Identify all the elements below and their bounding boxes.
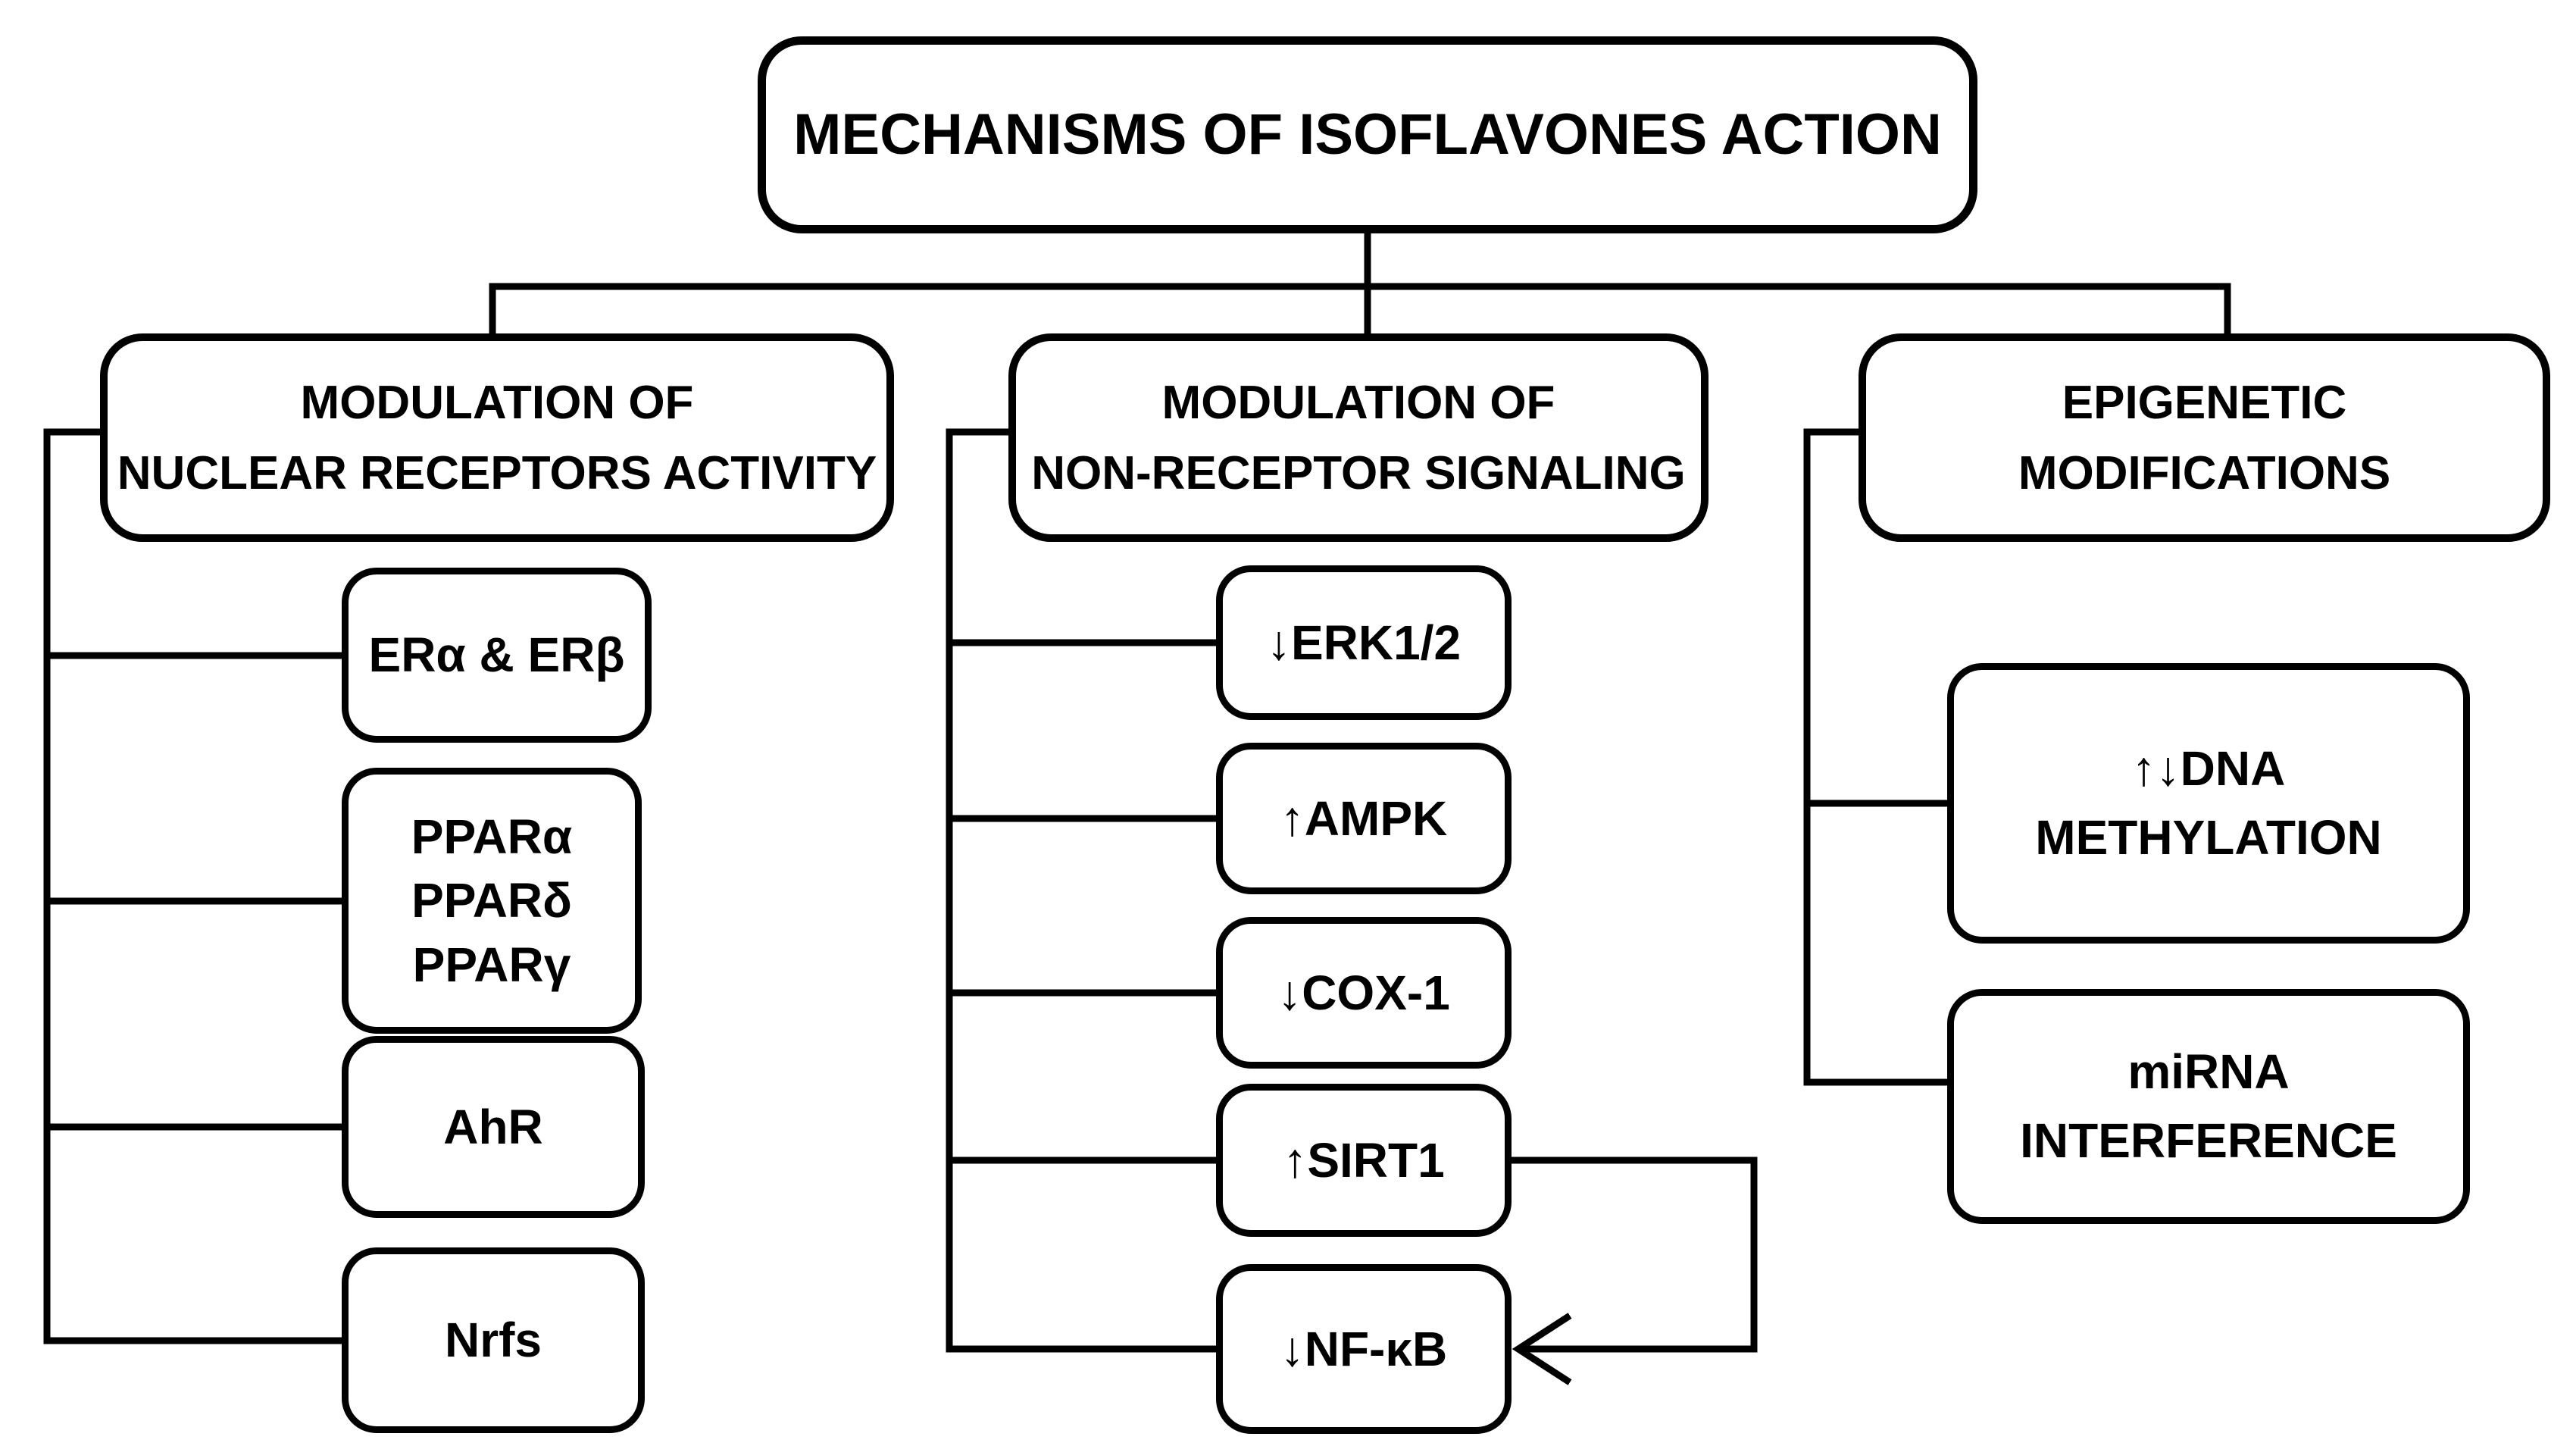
child-box-nfkb: ↓NF-κB (1216, 1264, 1512, 1434)
child-box-mirna-interference: miRNA INTERFERENCE (1947, 989, 2470, 1224)
branch-box-nuclear-receptors: MODULATION OF NUCLEAR RECEPTORS ACTIVITY (100, 333, 894, 542)
connector-left-spine (43, 428, 342, 1344)
child-box-ahr: AhR (342, 1036, 645, 1218)
child-box-sirt1: ↑SIRT1 (1216, 1084, 1512, 1237)
child-box-erk12: ↓ERK1/2 (1216, 565, 1512, 720)
child-box-nrfs: Nrfs (342, 1247, 645, 1433)
connector-top-bus (489, 283, 2231, 333)
branch-box-non-receptor-signaling: MODULATION OF NON-RECEPTOR SIGNALING (1008, 333, 1708, 542)
child-box-er-alpha-beta: ERα & ERβ (342, 568, 652, 743)
title-box: MECHANISMS OF ISOFLAVONES ACTION (758, 36, 1977, 233)
connector-sirt1-nfkb-elbow (1512, 1156, 1758, 1353)
child-box-dna-methylation: ↑↓DNA METHYLATION (1947, 663, 2470, 944)
child-box-ppar: PPARα PPARδ PPARγ (342, 768, 642, 1034)
child-box-ampk: ↑AMPK (1216, 743, 1512, 894)
connector-right-spine (1803, 428, 1947, 1086)
child-box-cox1: ↓COX-1 (1216, 917, 1512, 1069)
branch-box-epigenetic-modifications: EPIGENETIC MODIFICATIONS (1859, 333, 2550, 542)
nfkb-arrowhead-icon (1512, 1313, 1572, 1385)
connector-mid-spine (946, 428, 1216, 1353)
